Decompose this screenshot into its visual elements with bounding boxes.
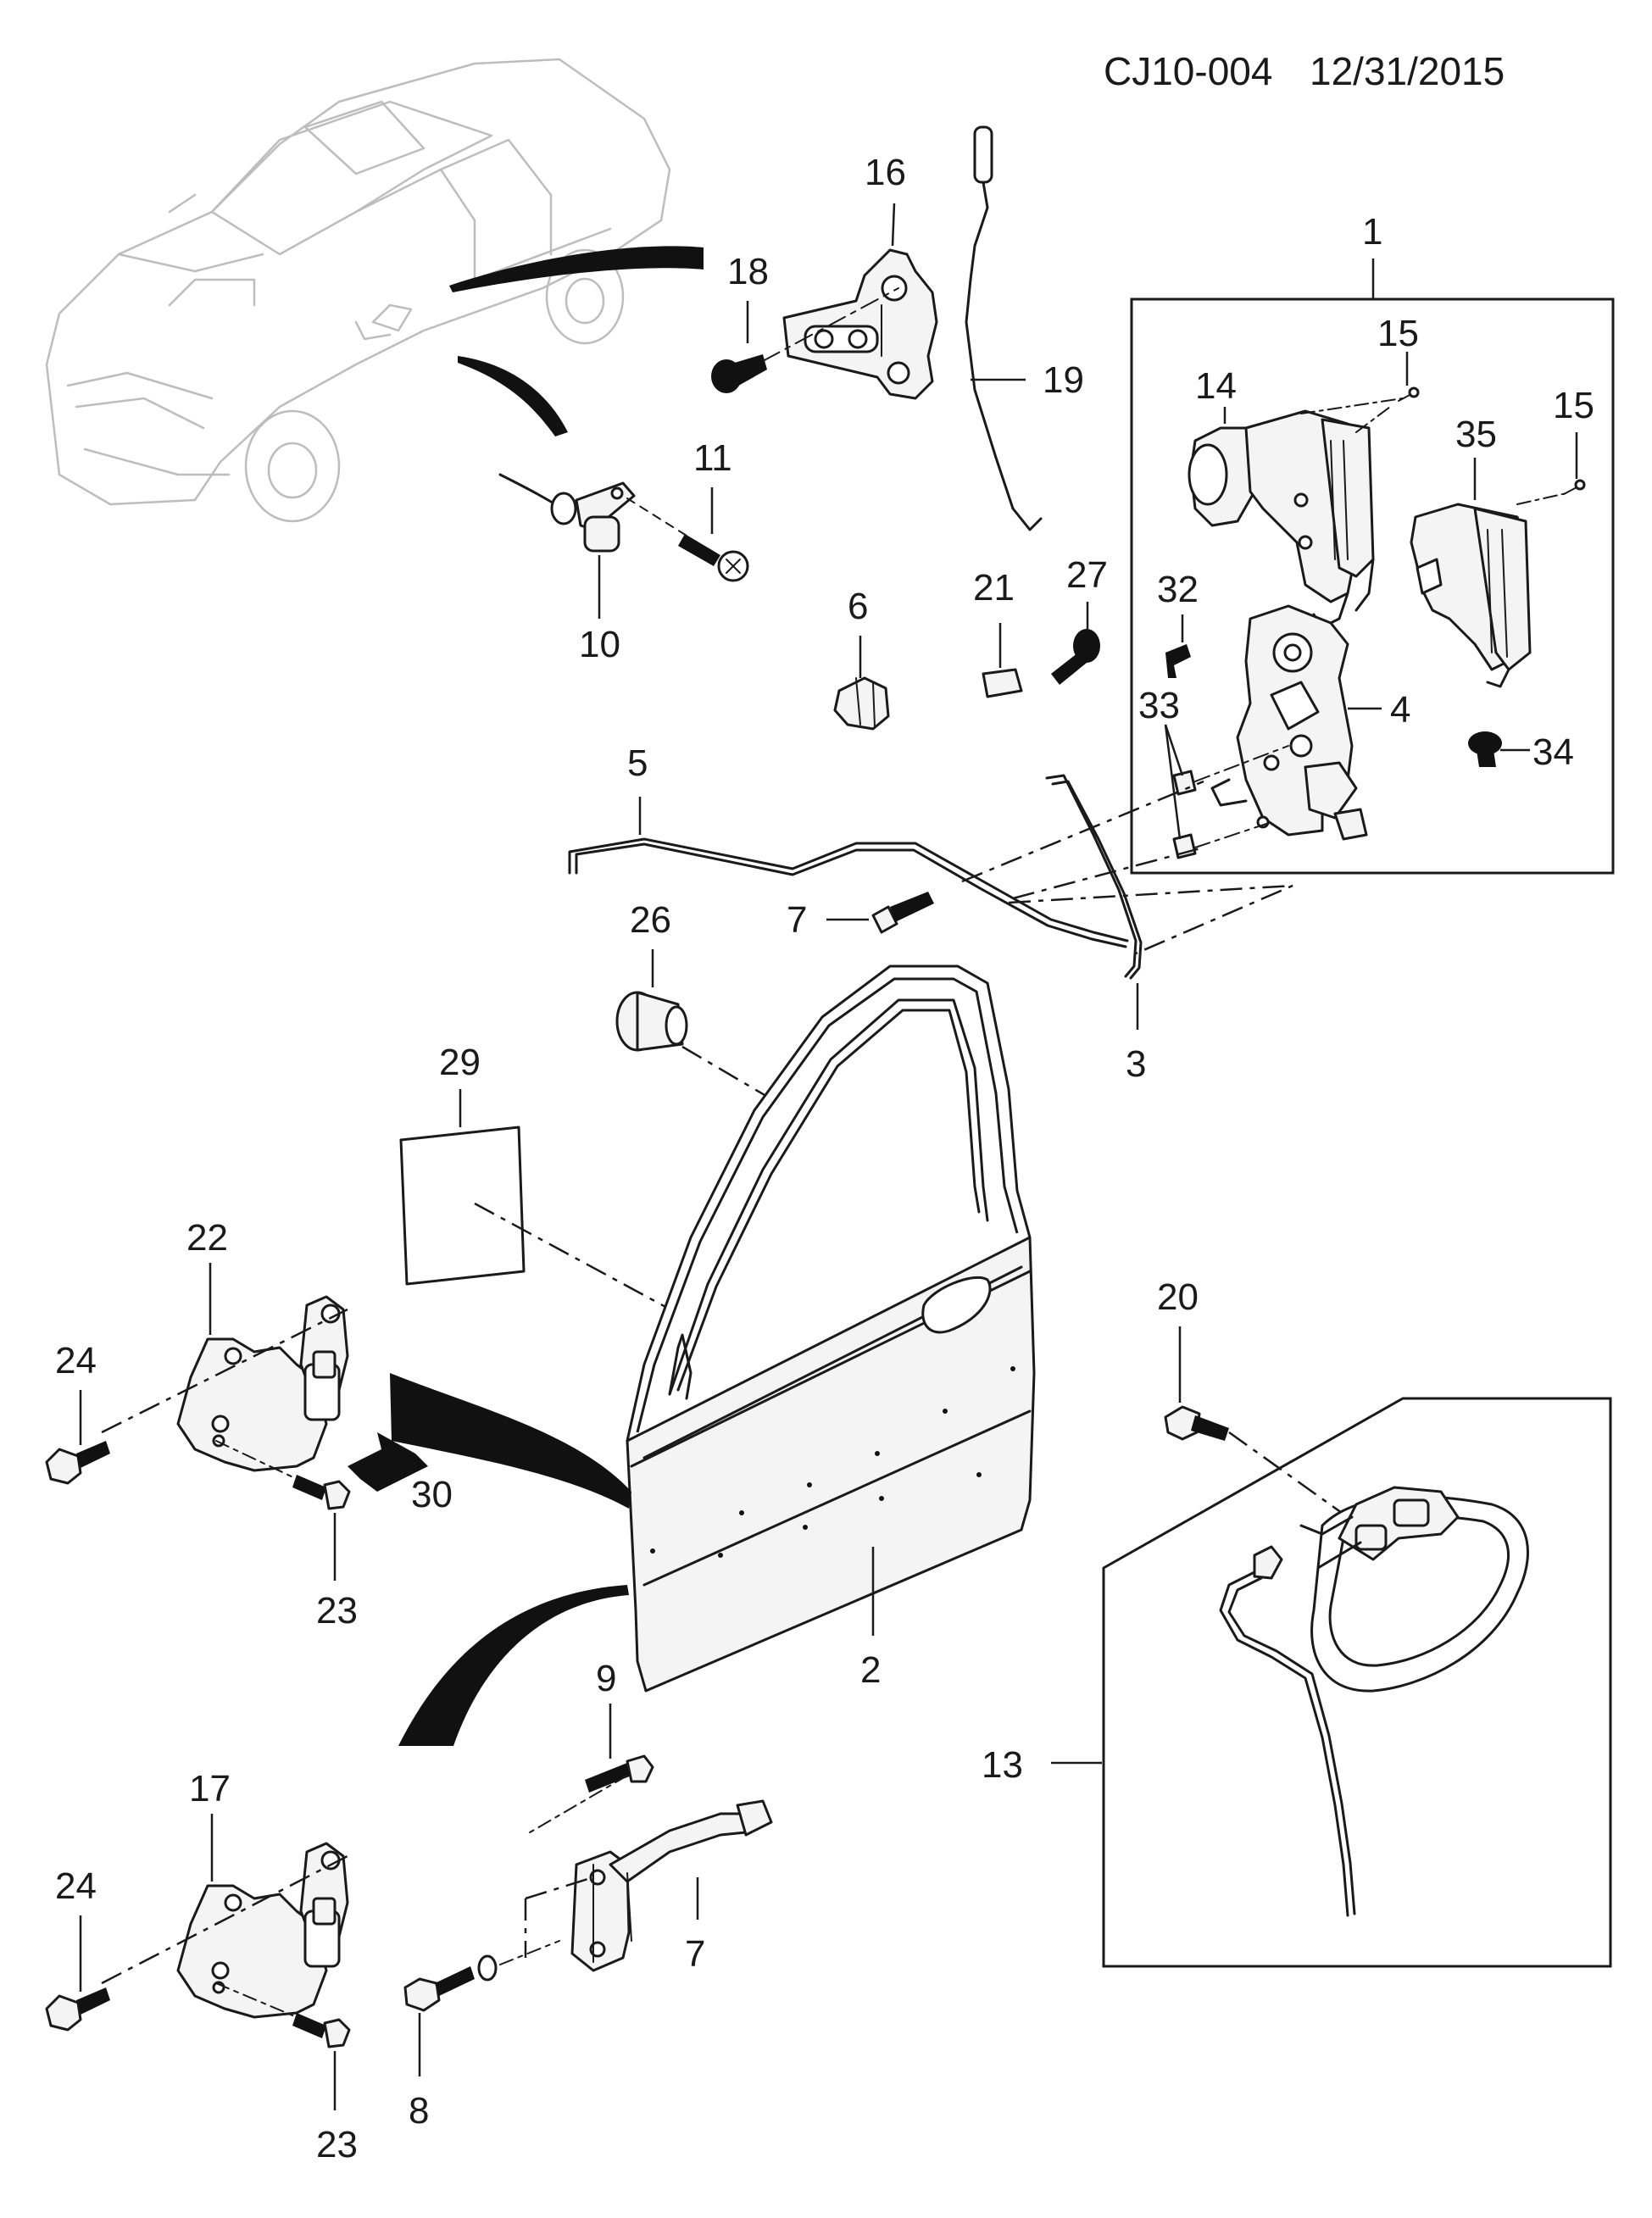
callout-27: 27	[1066, 554, 1108, 596]
callout-26: 26	[630, 899, 671, 941]
callout-24b: 24	[55, 1865, 97, 1907]
part-15-screw-b	[1516, 479, 1586, 505]
callout-10: 10	[579, 624, 620, 665]
callout-17: 17	[189, 1768, 231, 1809]
leader-33b	[1164, 724, 1182, 840]
part-2-door	[626, 964, 1036, 1693]
part-16-hinge-plate	[782, 248, 938, 400]
part-5-rod	[568, 837, 1129, 948]
part-32-clip	[1165, 644, 1191, 678]
callout-7b: 7	[685, 1933, 705, 1975]
callout-11: 11	[693, 437, 732, 479]
callout-9: 9	[596, 1658, 616, 1699]
arrow-to-upper-hinge	[390, 1373, 631, 1509]
part-17-lower-hinge	[176, 1842, 349, 2019]
callout-21: 21	[973, 567, 1015, 609]
callout-13: 13	[982, 1744, 1023, 1786]
callout-2: 2	[860, 1649, 881, 1691]
part-13-handle-box	[1102, 1397, 1612, 1968]
callout-29: 29	[439, 1042, 481, 1083]
part-26-bumper	[615, 991, 688, 1052]
callout-20: 20	[1157, 1276, 1199, 1318]
callout-3: 3	[1126, 1043, 1146, 1085]
callout-7a: 7	[787, 899, 807, 941]
part-7-door-check	[524, 1799, 773, 1972]
part-22-upper-hinge	[176, 1295, 349, 1472]
callout-23b: 23	[316, 2124, 358, 2165]
callout-32: 32	[1157, 569, 1199, 610]
part-6-clip	[833, 676, 890, 731]
diagram-code: CJ10-004	[1104, 49, 1272, 93]
part-7-bolt-upper	[871, 892, 934, 934]
part-23-bolt-upper	[215, 1440, 351, 1510]
callout-14: 14	[1195, 365, 1237, 407]
part-9-bolt	[525, 1754, 654, 1836]
callout-8: 8	[409, 2090, 429, 2132]
callout-15b: 15	[1553, 385, 1594, 426]
part-34-screw	[1468, 731, 1502, 767]
part-27-screw	[1051, 629, 1100, 685]
car-reference-drawing	[45, 58, 704, 523]
part-24-bolt-upper	[45, 1441, 110, 1485]
diagram-date: 12/31/2015	[1310, 49, 1505, 93]
part-4-latch	[1210, 604, 1368, 841]
callout-24a: 24	[55, 1340, 97, 1381]
part-18-bolt	[711, 287, 899, 393]
arrow-to-lower-hinge	[398, 1585, 629, 1746]
callout-16: 16	[865, 152, 906, 193]
part-21-pad	[982, 668, 1023, 698]
part-10-socket	[498, 473, 636, 553]
callout-4: 4	[1390, 689, 1410, 731]
guide-22	[101, 1308, 348, 1434]
callout-15a: 15	[1377, 313, 1419, 354]
part-24-bolt-lower	[45, 1987, 110, 2032]
callout-6: 6	[848, 586, 868, 627]
callout-23a: 23	[316, 1590, 358, 1632]
part-35-switch	[1410, 503, 1532, 688]
callout-1: 1	[1362, 211, 1382, 253]
part-30-front-arrow	[348, 1432, 428, 1492]
part-13-outer-handle	[1219, 1486, 1529, 1917]
part-8-bolt	[403, 1940, 560, 2012]
latch-guide-lines	[961, 780, 1293, 955]
callout-19: 19	[1043, 359, 1084, 401]
part-20-screw	[1164, 1405, 1349, 1519]
part-14-actuator	[1188, 409, 1375, 629]
part-23-bolt-lower	[215, 1982, 351, 2048]
part-11-screw	[626, 498, 749, 582]
callout-22: 22	[186, 1217, 228, 1259]
part-33-clips	[1172, 745, 1289, 859]
part-19-rod	[965, 125, 1043, 531]
callout-35: 35	[1455, 414, 1497, 455]
part-29-pad	[399, 1126, 526, 1286]
leader-16	[891, 203, 896, 247]
part-3-rod	[1045, 774, 1143, 980]
part-15-screw-a	[1300, 386, 1420, 433]
callout-30: 30	[411, 1474, 453, 1515]
guide-17	[101, 1854, 348, 1985]
callout-18: 18	[727, 251, 769, 292]
leader-33a	[1164, 724, 1184, 776]
callout-33: 33	[1138, 685, 1180, 726]
callout-5: 5	[627, 742, 648, 784]
callout-34: 34	[1532, 731, 1574, 773]
